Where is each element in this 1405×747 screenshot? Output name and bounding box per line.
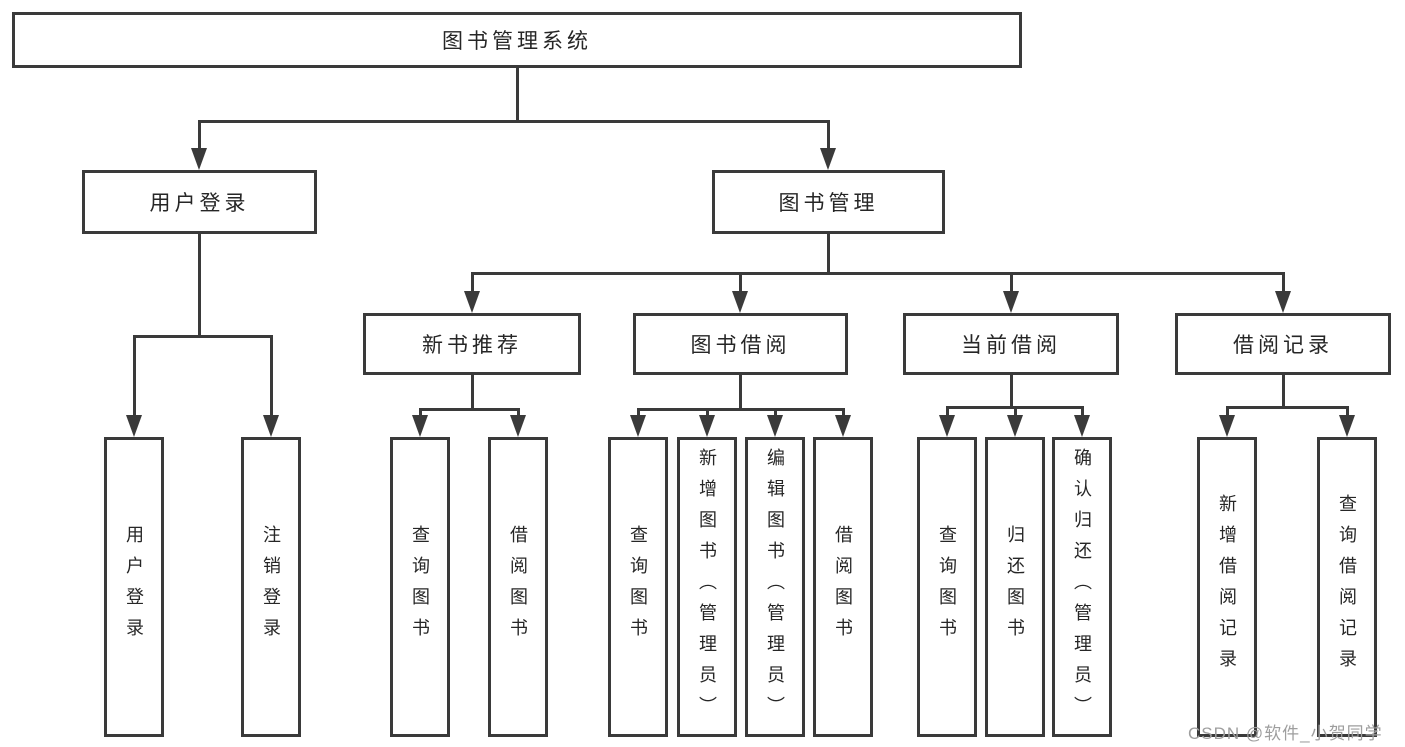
arrow-down-icon — [263, 335, 279, 437]
node-book-management: 图书管理 — [712, 170, 945, 234]
connector-line — [738, 375, 742, 410]
connector-line — [515, 68, 519, 122]
node-user-login-label: 用户登录 — [149, 192, 250, 215]
arrow-down-icon — [412, 408, 428, 437]
arrow-down-icon — [820, 120, 836, 170]
leaf-borrow-books-borrow: 借阅图书 — [813, 437, 873, 737]
arrow-down-icon — [1219, 406, 1235, 437]
arrow-down-icon — [510, 408, 526, 437]
leaf-confirm-return-admin: 确认归还（管理员） — [1052, 437, 1112, 737]
arrow-down-icon — [1003, 272, 1019, 313]
node-book-management-label: 图书管理 — [778, 192, 879, 215]
node-new-book-recommend-label: 新书推荐 — [422, 334, 522, 357]
leaf-query-books-borrow: 查询图书 — [608, 437, 668, 737]
node-current-borrowing: 当前借阅 — [903, 313, 1119, 375]
arrow-down-icon — [732, 272, 748, 313]
connector-line — [636, 408, 845, 411]
leaf-query-books-current: 查询图书 — [917, 437, 977, 737]
node-book-borrowing: 图书借阅 — [633, 313, 848, 375]
leaf-add-borrow-record: 新增借阅记录 — [1197, 437, 1257, 737]
arrow-down-icon — [1074, 406, 1090, 437]
node-root: 图书管理系统 — [12, 12, 1022, 68]
connector-line — [470, 272, 1285, 275]
leaf-logout: 注销登录 — [241, 437, 301, 737]
connector-line — [470, 375, 474, 410]
arrow-down-icon — [1339, 406, 1355, 437]
arrow-down-icon — [939, 406, 955, 437]
node-borrow-records-label: 借阅记录 — [1233, 334, 1333, 357]
connector-line — [1225, 406, 1349, 409]
connector-line — [197, 120, 830, 123]
connector-line — [1009, 375, 1013, 408]
connector-line — [132, 335, 273, 338]
arrow-down-icon — [699, 408, 715, 437]
node-book-borrowing-label: 图书借阅 — [690, 334, 791, 357]
node-borrow-records: 借阅记录 — [1175, 313, 1391, 375]
leaf-user-login: 用户登录 — [104, 437, 164, 737]
arrow-down-icon — [1275, 272, 1291, 313]
leaf-query-books-recommend: 查询图书 — [390, 437, 450, 737]
arrow-down-icon — [1007, 406, 1023, 437]
leaf-return-books: 归还图书 — [985, 437, 1045, 737]
arrow-down-icon — [630, 408, 646, 437]
leaf-edit-book-admin: 编辑图书（管理员） — [745, 437, 805, 737]
arrow-down-icon — [767, 408, 783, 437]
node-new-book-recommend: 新书推荐 — [363, 313, 581, 375]
connector-line — [197, 233, 201, 337]
leaf-add-book-admin: 新增图书（管理员） — [677, 437, 737, 737]
csdn-watermark: CSDN @软件_小贺同学 — [1188, 724, 1383, 743]
connector-line — [826, 233, 830, 274]
node-root-label: 图书管理系统 — [442, 30, 592, 53]
arrow-down-icon — [126, 335, 142, 437]
connector-line — [1281, 375, 1285, 408]
leaf-borrow-books-recommend: 借阅图书 — [488, 437, 548, 737]
node-current-borrowing-label: 当前借阅 — [961, 334, 1061, 357]
leaf-query-borrow-record: 查询借阅记录 — [1317, 437, 1377, 737]
arrow-down-icon — [464, 272, 480, 313]
arrow-down-icon — [835, 408, 851, 437]
arrow-down-icon — [191, 120, 207, 170]
connector-line — [418, 408, 520, 411]
node-user-login: 用户登录 — [82, 170, 317, 234]
